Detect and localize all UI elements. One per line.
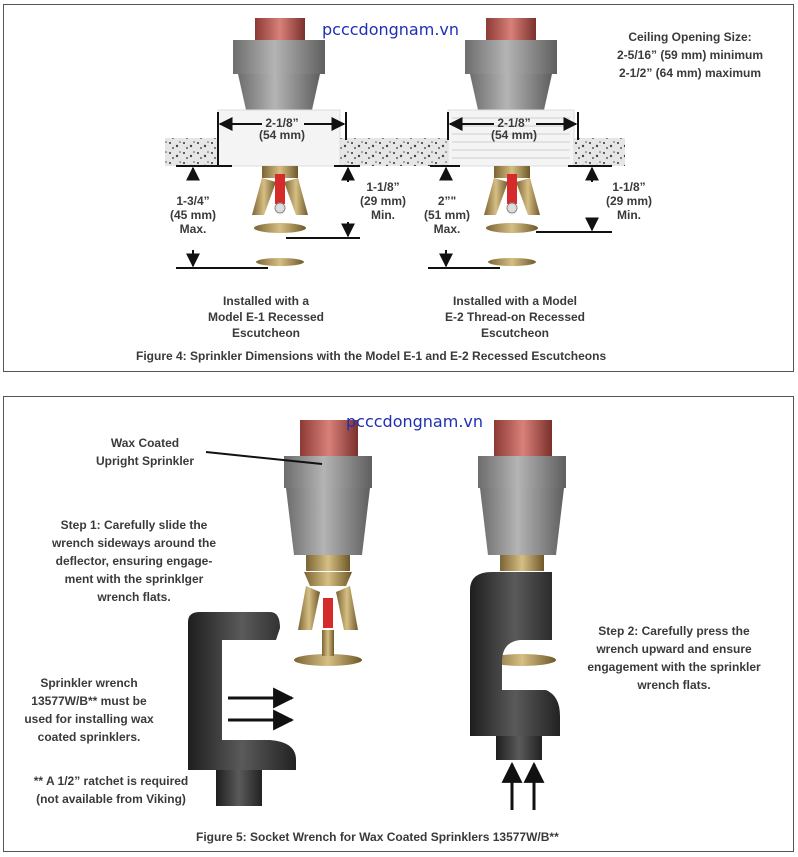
e2-label-3: Escutcheon bbox=[480, 326, 549, 340]
slide-arrows bbox=[228, 687, 295, 731]
dimension-lines-fig4 bbox=[176, 112, 612, 269]
e2-label-2: E-2 Thread-on Recessed bbox=[444, 310, 586, 324]
e1-width-mm: (54 mm) bbox=[258, 128, 305, 142]
e1-depth-in: 1-3/4” bbox=[176, 194, 210, 208]
step1-line-5: wrench flats. bbox=[97, 590, 171, 604]
e1-clear-in: 1-1/8” bbox=[366, 180, 400, 194]
step1-line-4: ment with the sprinklger bbox=[64, 572, 204, 586]
e1-label-1: Installed with a bbox=[222, 294, 309, 308]
e1-width-in: 2-1/8” bbox=[265, 116, 299, 130]
e1-depth-mm: (45 mm) bbox=[169, 208, 216, 222]
wrench-note-3: used for installing wax bbox=[24, 712, 154, 726]
wrench-note-4: coated sprinklers. bbox=[37, 730, 141, 744]
step2-line-4: wrench flats. bbox=[637, 678, 711, 692]
wrench-right bbox=[470, 572, 560, 760]
step2-line-1: Step 2: Carefully press the bbox=[598, 624, 750, 638]
e1-label-3: Escutcheon bbox=[231, 326, 300, 340]
wax-leader-line bbox=[205, 451, 323, 465]
wrench-note-2: 13577W/B** must be bbox=[31, 694, 147, 708]
e2-clear-in: 1-1/8” bbox=[612, 180, 646, 194]
wrench-note-1: Sprinkler wrench bbox=[40, 676, 138, 690]
ceiling-opening-min: 2-5/16” (59 mm) minimum bbox=[616, 48, 764, 62]
wax-label-1: Wax Coated bbox=[110, 436, 180, 450]
e2-depth-in: 2”" bbox=[437, 194, 457, 208]
step1-line-2: wrench sideways around the bbox=[51, 536, 217, 550]
e2-label-1: Installed with a Model bbox=[452, 294, 577, 308]
wax-sprinkler-right bbox=[478, 420, 566, 666]
step2-line-3: engagement with the sprinkler bbox=[587, 660, 761, 674]
ratchet-note-2: (not available from Viking) bbox=[36, 792, 186, 806]
e1-clear-limit: Min. bbox=[371, 208, 395, 222]
ratchet-note-1: ** A 1/2” ratchet is required bbox=[33, 774, 189, 788]
e1-label-2: Model E-1 Recessed bbox=[207, 310, 325, 324]
e2-clear-mm: (29 mm) bbox=[605, 194, 652, 208]
wax-label-2: Upright Sprinkler bbox=[95, 454, 194, 468]
e2-depth-mm: (51 mm) bbox=[423, 208, 470, 222]
step2-line-2: wrench upward and ensure bbox=[596, 642, 752, 656]
ceiling-opening-max: 2-1/2” (64 mm) maximum bbox=[618, 66, 762, 80]
press-arrows bbox=[501, 761, 545, 810]
step1-line-1: Step 1: Carefully slide the bbox=[60, 518, 208, 532]
figure-4-caption: Figure 4: Sprinkler Dimensions with the … bbox=[136, 349, 607, 363]
watermark-top: pcccdongnam.vn bbox=[322, 20, 460, 39]
step1-line-3: deflector, ensuring engage- bbox=[55, 554, 213, 568]
e1-clear-mm: (29 mm) bbox=[359, 194, 406, 208]
e2-width-mm: (54 mm) bbox=[490, 128, 537, 142]
wrench-left bbox=[188, 612, 296, 806]
watermark-bottom: pcccdongnam.vn bbox=[346, 412, 484, 431]
e2-depth-limit: Max. bbox=[433, 222, 461, 236]
e2-width-in: 2-1/8” bbox=[497, 116, 531, 130]
wax-sprinkler-left bbox=[284, 420, 372, 666]
e1-depth-limit: Max. bbox=[179, 222, 207, 236]
figure-5-panel bbox=[3, 396, 794, 852]
figure-4-panel bbox=[3, 4, 794, 372]
ceiling-opening-title: Ceiling Opening Size: bbox=[628, 30, 752, 44]
figure-5-caption: Figure 5: Socket Wrench for Wax Coated S… bbox=[196, 830, 559, 844]
e2-clear-limit: Min. bbox=[617, 208, 641, 222]
